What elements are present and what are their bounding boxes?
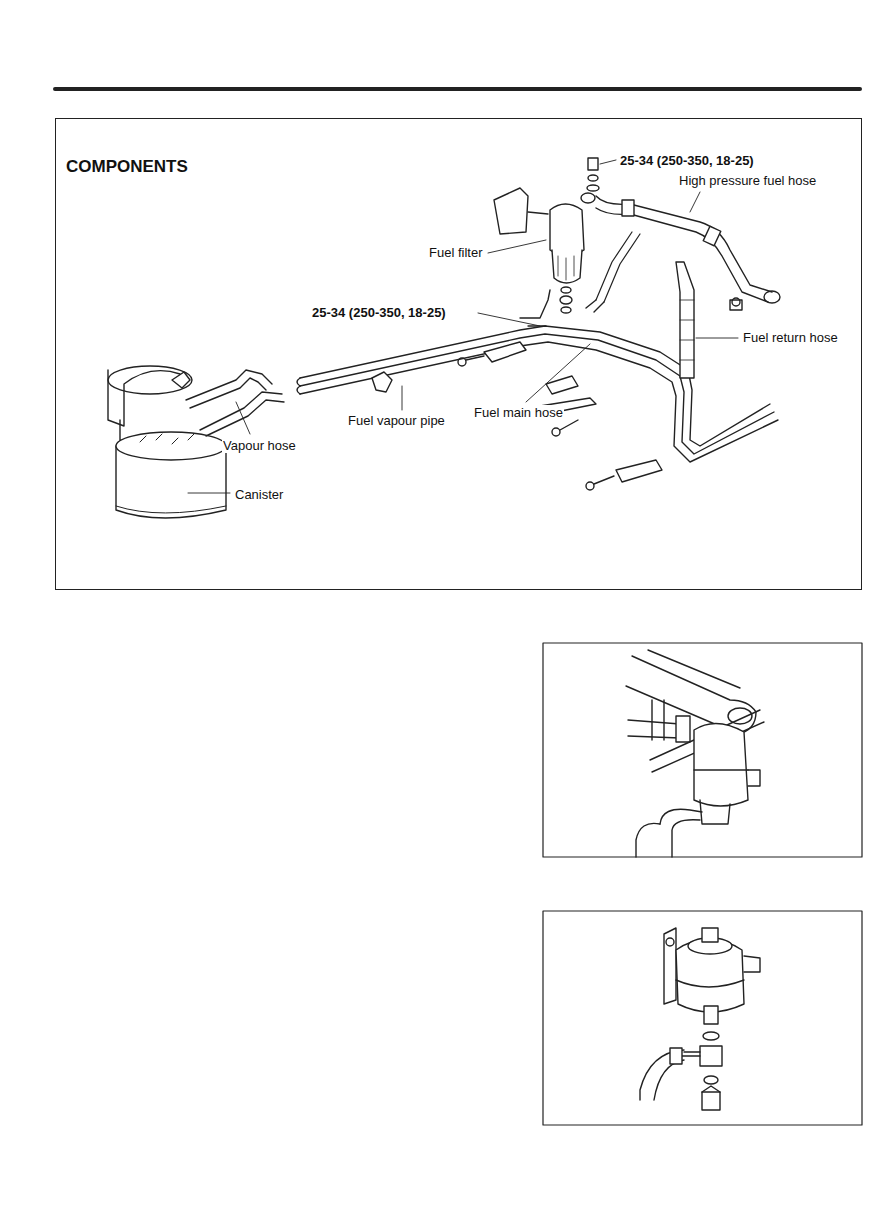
torque-spec: 25-34 (250-350, 18-25) [311,305,447,320]
filter-exploded-figure [640,928,760,1110]
part-name: Fuel filter [428,245,483,260]
part-name: High pressure fuel hose [678,173,817,188]
part-name: Fuel vapour pipe [347,413,446,428]
fuel-filter [494,158,599,313]
part-name: Canister [234,487,284,502]
filter-removal-figure [626,650,764,857]
pipe-clamps [372,298,740,490]
header-rule [55,87,860,91]
part-name: Fuel return hose [742,330,839,345]
vapour-hoses [186,370,284,436]
fuel-pipes [297,326,778,462]
canister [108,366,226,518]
part-name: Fuel main hose [473,405,564,420]
components-frame: COMPONENTS [55,118,862,590]
hoses [520,232,694,378]
high-pressure-hose [596,196,780,310]
figure-frame [543,643,862,857]
section-heading: COMPONENTS [66,157,188,177]
part-name: Vapour hose [222,438,297,453]
figure-frame [543,911,862,1125]
torque-spec: 25-34 (250-350, 18-25) [619,153,755,168]
leader-lines [188,160,738,493]
